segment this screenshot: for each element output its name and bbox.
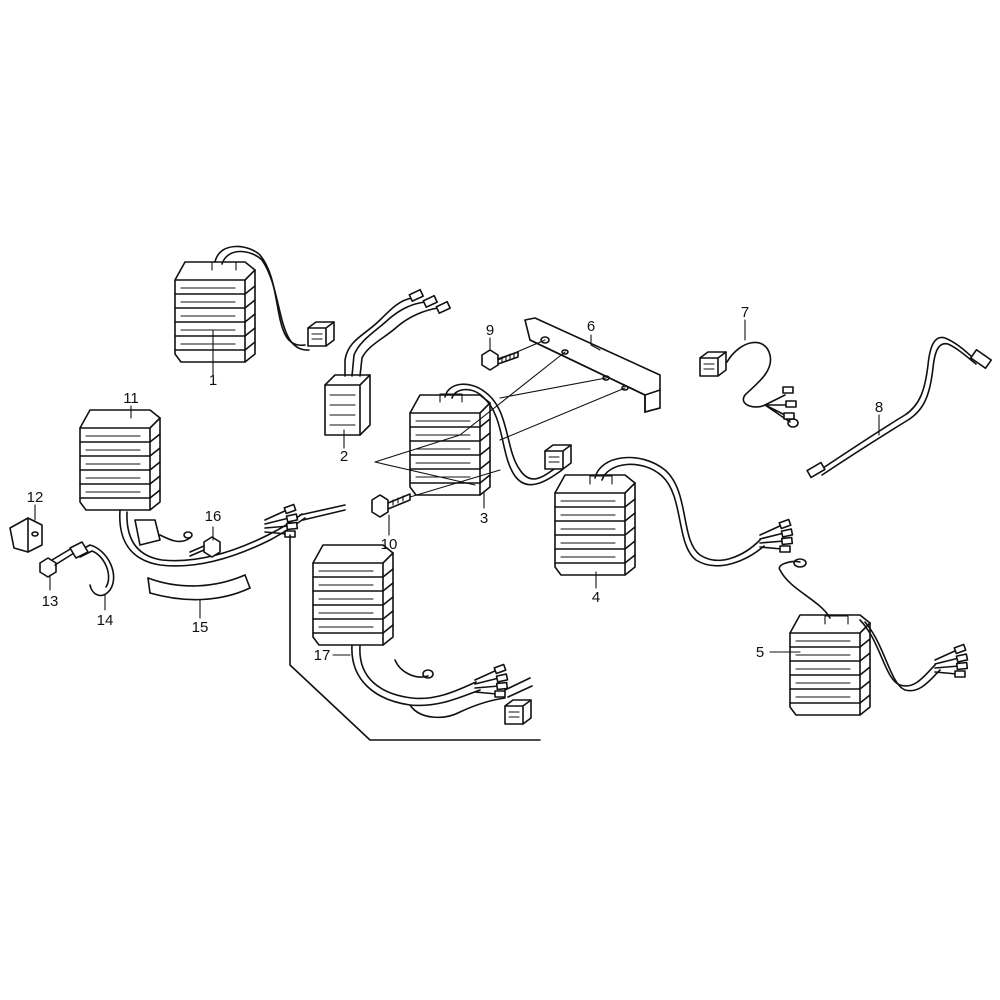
callout-4[interactable]: 4: [592, 589, 600, 606]
part-17-plug: [504, 699, 532, 725]
callout-8[interactable]: 8: [875, 399, 883, 416]
callout-9[interactable]: 9: [486, 322, 494, 339]
callout-6[interactable]: 6: [587, 318, 595, 335]
callout-14[interactable]: 14: [97, 612, 114, 629]
part-14-clamp[interactable]: [69, 541, 115, 597]
callout-5[interactable]: 5: [756, 644, 764, 661]
callout-16[interactable]: 16: [205, 508, 222, 525]
part-4-regulator[interactable]: [554, 456, 794, 576]
callout-15[interactable]: 15: [192, 619, 209, 636]
part-12-bracket[interactable]: [9, 517, 43, 553]
part-15-protective-tube[interactable]: [147, 574, 251, 601]
callout-1[interactable]: 1: [209, 372, 217, 389]
part-3-plug: [544, 444, 572, 470]
part-1-plug: [307, 321, 335, 347]
assembly-guide-lines: [374, 339, 626, 498]
callout-11[interactable]: 11: [123, 390, 139, 407]
part-5-regulator[interactable]: [778, 558, 969, 716]
part-10-bolt[interactable]: [371, 493, 411, 518]
part-17-bracket-line: [289, 534, 541, 741]
callout-12[interactable]: 12: [27, 489, 44, 506]
part-6-mounting-bracket[interactable]: [524, 317, 661, 413]
callout-13[interactable]: 13: [42, 593, 59, 610]
part-3-regulator[interactable]: [409, 383, 572, 496]
part-2-harness-connector[interactable]: [324, 288, 451, 436]
part-9-bolt[interactable]: [481, 349, 519, 371]
part-8-ground-cable[interactable]: [806, 336, 993, 479]
part-1-cable: [214, 245, 306, 346]
part-16-bolt[interactable]: [189, 536, 221, 558]
part-7-sub-harness[interactable]: [699, 341, 799, 428]
callout-7[interactable]: 7: [741, 304, 749, 321]
part-1-regulator[interactable]: [174, 245, 335, 363]
callout-17[interactable]: 17: [314, 647, 331, 664]
callout-2[interactable]: 2: [340, 448, 348, 465]
part-13-screw[interactable]: [39, 547, 75, 578]
callout-10[interactable]: 10: [381, 536, 398, 553]
leader-lines: [34, 319, 880, 656]
part-17-regulator[interactable]: [289, 534, 541, 741]
callout-labels: 1 2 3 4 5 6 7 8 9 10 11 12 13 14 15 16 1…: [27, 304, 884, 664]
callout-3[interactable]: 3: [480, 510, 488, 527]
